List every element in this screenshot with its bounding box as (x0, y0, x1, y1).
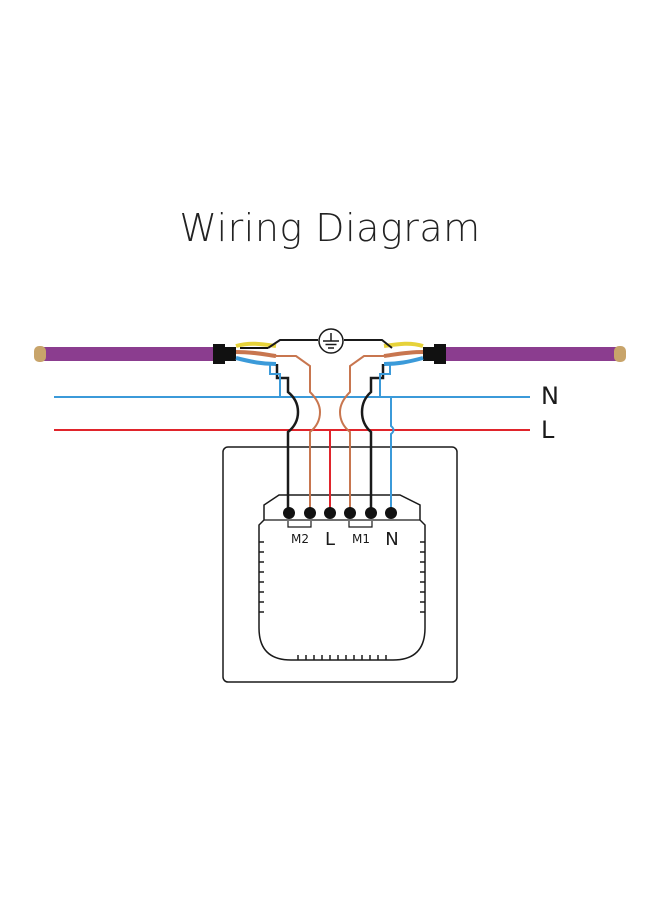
terminal-m1-bridge (348, 521, 373, 528)
wire-m1-black (360, 364, 385, 512)
switch-module (258, 494, 426, 661)
right-cable-sheath (445, 347, 617, 361)
left-cable-sheath (42, 347, 217, 361)
terminal-m1-b (365, 507, 377, 519)
live-label: L (541, 416, 555, 444)
earth-connection (267, 328, 393, 354)
left-cable-end (34, 346, 46, 362)
terminal-m1-a (344, 507, 356, 519)
terminal-label-m1: M1 (352, 532, 370, 546)
module-side-vents (259, 541, 425, 613)
terminal-n (385, 507, 397, 519)
right-cable (383, 341, 626, 366)
left-cable-connector-tip (224, 347, 236, 361)
wire-m2-brown (276, 355, 322, 512)
terminal-m2-bridge (287, 521, 312, 528)
right-brown-wire (383, 350, 424, 358)
diagram-title: Wiring Diagram (179, 206, 481, 250)
right-cable-connector (434, 344, 446, 364)
wire-right-blue (379, 363, 391, 396)
terminal-label-m2: M2 (291, 532, 309, 546)
wire-m1-brown (338, 355, 384, 512)
neutral-label: N (541, 382, 559, 410)
terminal-m2-a (283, 507, 295, 519)
right-cable-connector-tip (423, 347, 435, 361)
left-cable-connector (213, 344, 225, 364)
wire-left-blue (269, 363, 281, 396)
earth-ground-icon (318, 328, 344, 354)
terminal-label-n: N (385, 529, 398, 550)
wire-neutral-blue (390, 397, 395, 512)
left-brown-wire (235, 350, 277, 358)
left-cable (34, 341, 277, 366)
earth-wire-right (344, 339, 393, 349)
right-cable-end (614, 346, 626, 362)
terminal-label-l: L (325, 529, 335, 550)
wire-m2-black (275, 364, 300, 512)
earth-wire-left (267, 339, 318, 349)
terminal-m2-b (304, 507, 316, 519)
terminal-l (324, 507, 336, 519)
terminal-row (283, 507, 397, 528)
module-bottom-vents (297, 655, 387, 660)
